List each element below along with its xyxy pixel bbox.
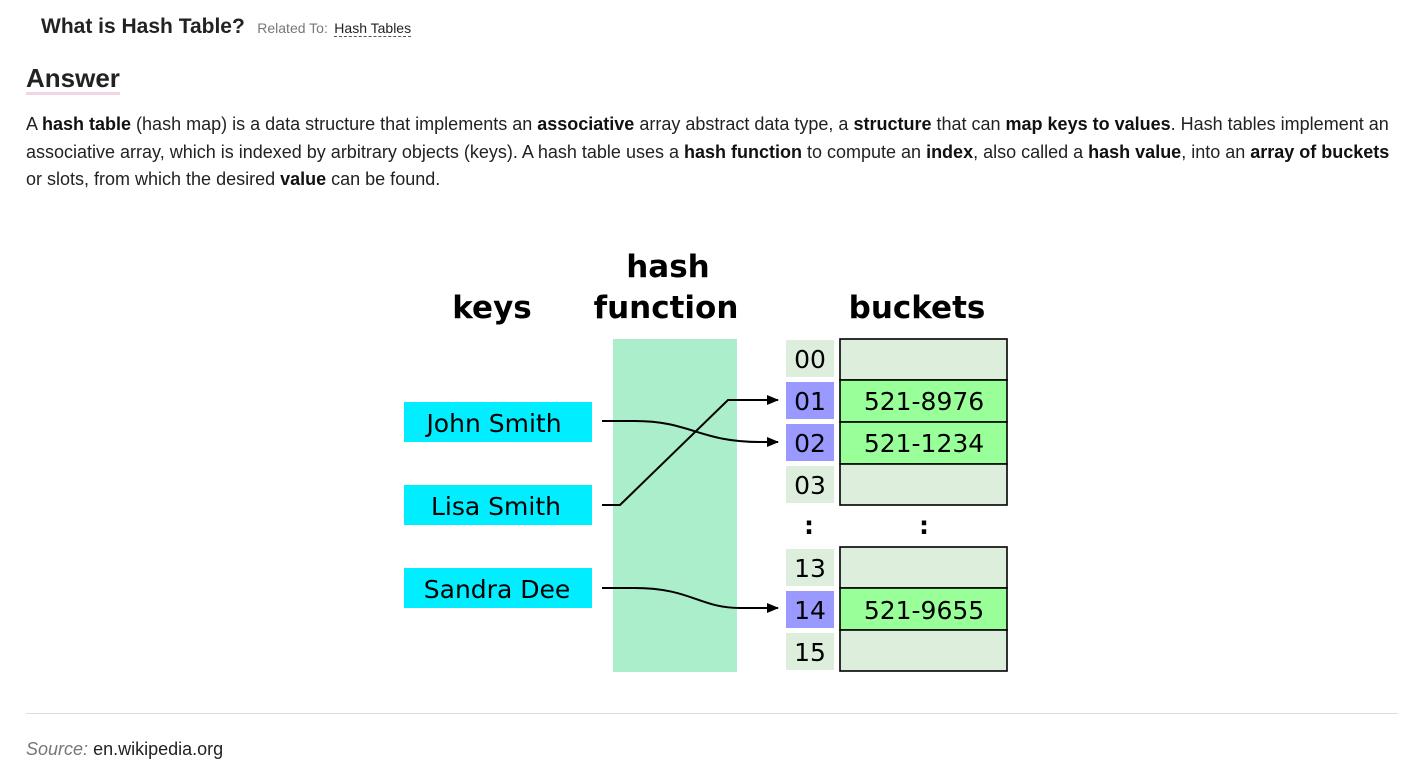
bucket-value: 521-8976 bbox=[864, 387, 984, 416]
bucket-index: 01 bbox=[794, 387, 826, 416]
buckets-header: buckets bbox=[849, 290, 986, 326]
answer-text: . Hash tables implement an associative a… bbox=[26, 114, 1389, 162]
bucket-slot bbox=[839, 463, 1008, 506]
bucket-index-cell bbox=[786, 466, 834, 503]
answer-text: or slots, from which the desired bbox=[26, 169, 281, 189]
answer-bold-term: hash table bbox=[42, 114, 132, 134]
source-value: en.wikipedia.org bbox=[93, 739, 224, 759]
key-box bbox=[404, 402, 592, 442]
answer-bold-term: map keys to values bbox=[1005, 114, 1171, 134]
related-to-label: Related To: bbox=[257, 20, 328, 36]
bucket-slot bbox=[839, 379, 1008, 423]
bucket-slot bbox=[839, 338, 1008, 381]
bucket-index-cell bbox=[786, 340, 834, 377]
bucket-index: 13 bbox=[794, 554, 826, 583]
bucket-index: 03 bbox=[794, 471, 826, 500]
answer-text: that can bbox=[931, 114, 1006, 134]
bucket-slot bbox=[839, 587, 1008, 631]
answer-heading: Answer bbox=[26, 63, 120, 95]
answer-text: (hash map) is a data structure that impl… bbox=[131, 114, 538, 134]
source-line: Source: en.wikipedia.org bbox=[26, 739, 223, 760]
answer-text: , into an bbox=[1181, 141, 1251, 162]
key-label: Sandra Dee bbox=[424, 575, 570, 604]
answer-text: A bbox=[26, 114, 43, 134]
answer-bold-term: structure bbox=[853, 114, 932, 134]
question-header: What is Hash Table? Related To: Hash Tab… bbox=[41, 15, 412, 39]
ellipsis-bucket: : bbox=[919, 511, 929, 540]
hash-function-column bbox=[613, 339, 737, 672]
answer-bold-term: hash function bbox=[683, 141, 802, 162]
answer-bold-term: value bbox=[280, 169, 327, 189]
related-topic-link[interactable]: Hash Tables bbox=[334, 20, 412, 37]
answer-bold-term: associative bbox=[537, 114, 635, 134]
divider bbox=[26, 713, 1398, 714]
bucket-index: 02 bbox=[794, 429, 826, 458]
answer-text: , also called a bbox=[973, 141, 1089, 162]
bucket-index-cell bbox=[786, 424, 834, 461]
bucket-value: 521-9655 bbox=[864, 596, 984, 625]
buckets-bottom-group: 13 14 521-9655 15 bbox=[786, 546, 1008, 672]
answer-bold-term: hash value bbox=[1088, 141, 1182, 162]
key-label: Lisa Smith bbox=[431, 492, 561, 521]
key-box bbox=[404, 485, 592, 525]
answer-paragraph: A hash table (hash map) is a data struct… bbox=[26, 111, 1398, 194]
hash-header-line1: hash bbox=[626, 249, 710, 285]
bucket-slot bbox=[839, 546, 1008, 589]
arrow-sandra-dee-to-14 bbox=[602, 587, 779, 613]
arrow-lisa-smith-to-01 bbox=[602, 395, 779, 506]
bucket-index: 14 bbox=[794, 596, 826, 625]
key-label: John Smith bbox=[424, 409, 561, 438]
answer-bold-term: index bbox=[926, 141, 974, 162]
answer-bold-term: array of buckets bbox=[1250, 141, 1390, 162]
bucket-slot bbox=[839, 629, 1008, 672]
bucket-index-cell bbox=[786, 549, 834, 586]
source-label: Source: bbox=[26, 739, 89, 759]
question-title: What is Hash Table? bbox=[41, 15, 245, 38]
keys-header: keys bbox=[452, 290, 531, 326]
answer-text: can be found. bbox=[326, 169, 441, 189]
keys-group: John Smith Lisa Smith Sandra Dee bbox=[404, 402, 592, 608]
key-box bbox=[404, 568, 592, 608]
buckets-top-group: 00 01 521-8976 02 521-1234 03 bbox=[786, 338, 1008, 506]
bucket-index: 15 bbox=[794, 638, 826, 667]
ellipsis-index: : bbox=[804, 511, 814, 540]
bucket-index-cell bbox=[786, 591, 834, 628]
answer-text: to compute an bbox=[801, 141, 927, 162]
answer-text: array abstract data type, a bbox=[634, 114, 854, 134]
bucket-index: 00 bbox=[794, 345, 826, 374]
bucket-value: 521-1234 bbox=[864, 429, 984, 458]
hash-header-line2: function bbox=[594, 290, 739, 326]
bucket-index-cell bbox=[786, 633, 834, 670]
bucket-index-cell bbox=[786, 382, 834, 419]
